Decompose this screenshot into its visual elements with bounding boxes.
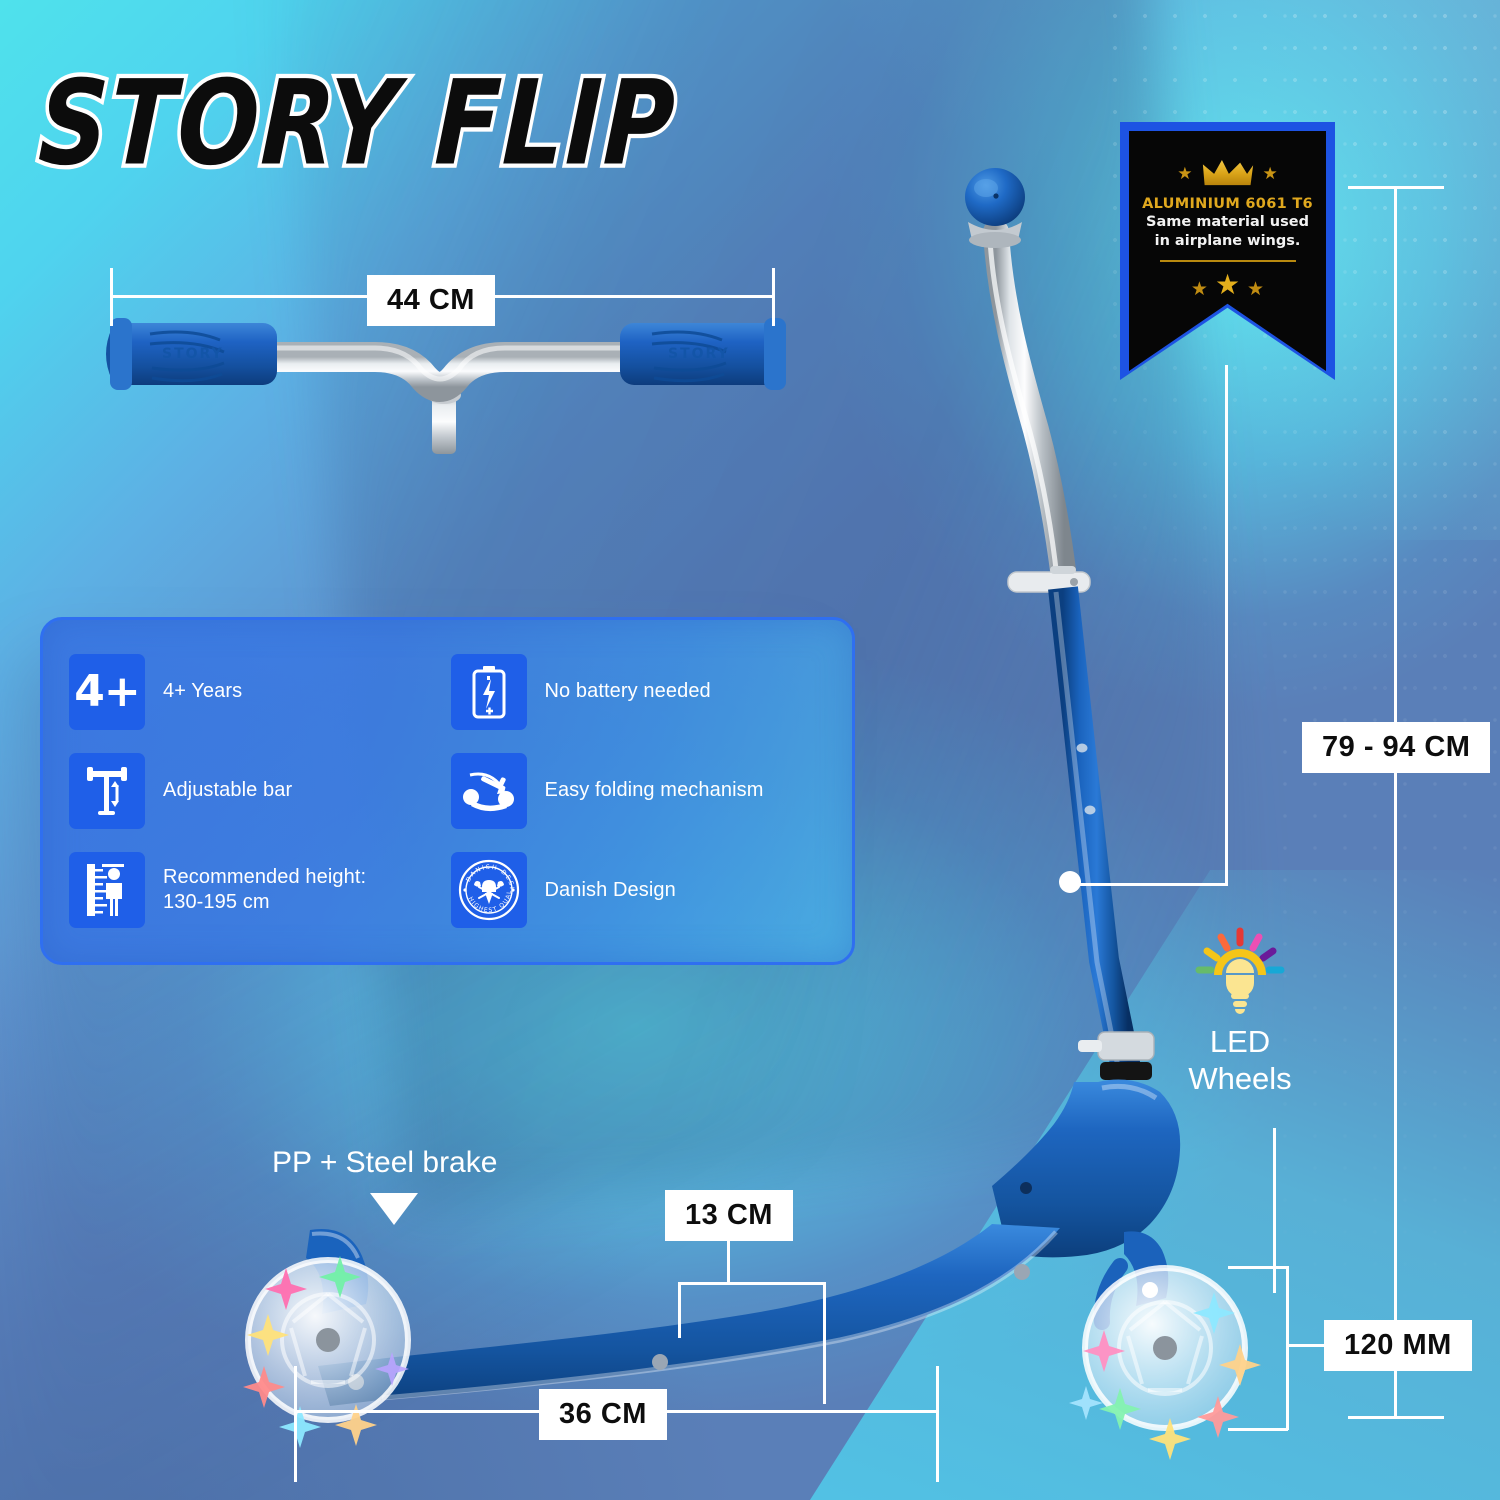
handlebar-illustration: STORY STORY	[106, 318, 786, 454]
svg-text:STORY: STORY	[162, 346, 224, 362]
led-sparkles-rear	[243, 1256, 409, 1448]
star-icon-3: ★	[1247, 279, 1265, 301]
led-sparkles-front	[1069, 1292, 1261, 1460]
badge-leader-vertical	[1225, 365, 1228, 885]
badge-subline-1: Same material used	[1146, 214, 1309, 230]
adjustable-bar-icon	[69, 752, 145, 829]
dim-height-label: 79 - 94 CM	[1302, 722, 1491, 773]
feature-item-battery: No battery needed	[450, 642, 827, 741]
feature-item-danish: DANISH DESIGN HIGHEST QUALITY	[450, 841, 827, 940]
dim-deck-length-label: 36 CM	[539, 1389, 667, 1440]
star-icon-1: ★	[1190, 279, 1208, 301]
badge-headline: ALUMINIUM 6061 T6	[1142, 196, 1313, 212]
feature-label-age: 4+ Years	[163, 680, 243, 703]
badge-subline-2: in airplane wings.	[1154, 232, 1301, 249]
battery-icon	[450, 653, 527, 730]
feature-item-height: Recommended height: 130-195 cm	[69, 841, 445, 940]
dim-deck-height-tick-left	[678, 1282, 681, 1338]
feature-item-age: 4+ 4+ Years	[69, 642, 445, 741]
aluminium-badge: ★ ★ ALUMINIUM 6061 T6 Same material used…	[1120, 122, 1335, 380]
dim-height-tick-bottom	[1348, 1416, 1444, 1419]
feature-label-danish: Danish Design	[544, 878, 676, 901]
feature-item-adjustable: Adjustable bar	[69, 741, 445, 840]
folding-mechanism-icon	[450, 752, 527, 829]
feature-panel: 4+ 4+ Years No battery needed	[40, 617, 855, 965]
dim-deck-length-tick-left	[294, 1366, 297, 1482]
dim-wheel-tick-bottom	[1228, 1428, 1288, 1431]
led-bulb-icon	[1195, 927, 1285, 1014]
dim-deck-length-tick-right	[936, 1366, 939, 1482]
feature-label-height: Recommended height: 130-195 cm	[163, 865, 366, 915]
led-wheels-callout: LED Wheels	[1175, 925, 1305, 1096]
led-wheels-line1: LED	[1209, 1024, 1271, 1059]
brake-callout-arrow-icon	[370, 1193, 418, 1225]
dim-wheel-tick-top	[1228, 1266, 1288, 1269]
feature-item-folding: Easy folding mechanism	[450, 741, 827, 840]
led-wheels-line2: Wheels	[1188, 1060, 1292, 1096]
danish-design-seal-icon: DANISH DESIGN HIGHEST QUALITY	[450, 852, 527, 929]
aluminium-badge-inner: ★ ★ ALUMINIUM 6061 T6 Same material used…	[1129, 131, 1326, 371]
crown-icon	[1202, 160, 1253, 186]
led-leader-line	[1273, 1128, 1276, 1293]
dim-wheel-label: 120 MM	[1324, 1320, 1472, 1371]
dim-wheel-leader	[1286, 1344, 1332, 1347]
dim-wheel-line	[1286, 1266, 1289, 1430]
brake-callout-label: PP + Steel brake	[272, 1146, 498, 1179]
left-grip: STORY	[106, 318, 277, 390]
feature-label-height-line1: Recommended height:	[163, 866, 367, 889]
badge-star-row: ★ ★ ★	[1190, 269, 1265, 301]
feature-label-adjustable: Adjustable bar	[163, 779, 293, 802]
dim-44cm-label: 44 CM	[367, 275, 495, 326]
dim-deck-height-stem	[727, 1238, 730, 1284]
right-grip: STORY	[620, 318, 786, 390]
dim-deck-height-bracket	[678, 1282, 826, 1285]
feature-label-battery: No battery needed	[544, 680, 711, 703]
badge-divider	[1159, 260, 1296, 263]
dim-height-line	[1394, 186, 1397, 1418]
badge-crown-row: ★ ★	[1177, 159, 1278, 187]
svg-text:STORY: STORY	[668, 346, 730, 362]
feature-label-height-line2: 130-195 cm	[163, 891, 270, 914]
feature-label-folding: Easy folding mechanism	[544, 779, 764, 802]
star-icon-right: ★	[1262, 163, 1278, 183]
badge-leader-horizontal	[1078, 883, 1228, 886]
dim-deck-height-label: 13 CM	[665, 1190, 793, 1241]
height-person-icon	[69, 852, 145, 929]
age-4plus-icon: 4+	[69, 653, 145, 730]
dim-deck-height-tick-right	[823, 1282, 826, 1404]
star-icon-2: ★	[1214, 269, 1241, 301]
star-icon-left: ★	[1177, 163, 1193, 183]
